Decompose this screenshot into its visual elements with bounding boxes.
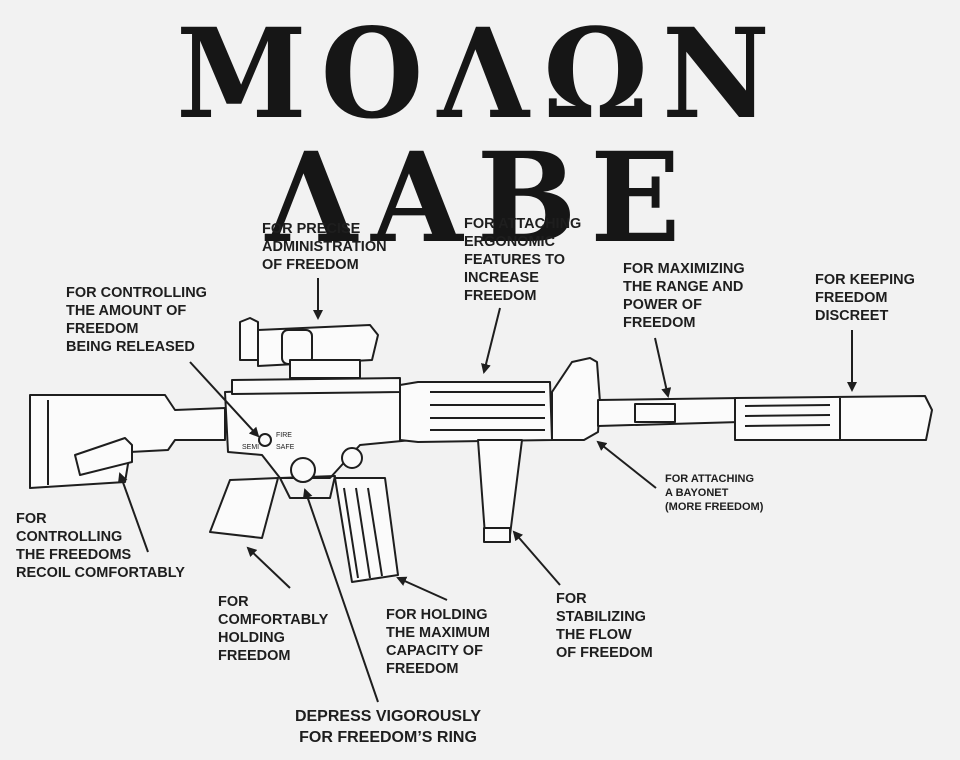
label-optic: FOR PRECISE ADMINISTRATION OF FREEDOM [262, 221, 387, 273]
vertical-foregrip [477, 439, 523, 536]
arrow-magazine [396, 576, 448, 601]
arrow-rail [481, 307, 501, 374]
trigger-guard [279, 475, 336, 499]
magazine [334, 477, 399, 583]
arrow-trigger [302, 488, 379, 703]
label-stock: FOR CONTROLLING THE FREEDOMS RECOIL COMF… [16, 511, 185, 581]
label-barrel: FOR MAXIMIZING THE RANGE AND POWER OF FR… [623, 261, 745, 331]
optic [239, 317, 259, 361]
label-selector: FOR CONTROLLING THE AMOUNT OF FREEDOM BE… [66, 285, 207, 355]
label-foregrip: FOR STABILIZING THE FLOW OF FREEDOM [556, 591, 653, 661]
title-molon-labe: ΜΟΛΩΝ ΛΑΒΕ [176, 0, 784, 271]
stock-lever [74, 437, 133, 476]
label-magazine: FOR HOLDING THE MAXIMUM CAPACITY OF FREE… [386, 607, 490, 677]
label-suppressor: FOR KEEPING FREEDOM DISCREET [815, 272, 915, 324]
arrow-selector [189, 361, 260, 438]
pistol-grip [209, 477, 279, 539]
label-grip: FOR COMFORTABLY HOLDING FREEDOM [218, 594, 329, 664]
suppressor [734, 395, 933, 441]
marking-fire: FIRE [276, 432, 292, 439]
marking-semi: SEMI [242, 444, 259, 451]
arrow-stock [117, 472, 149, 553]
marking-safe: SAFE [276, 444, 295, 451]
front-sight [551, 357, 601, 441]
arrow-grip [246, 546, 291, 589]
label-bayonet: FOR ATTACHING A BAYONET (MORE FREEDOM) [665, 473, 764, 513]
label-rail: FOR ATTACHING ERGONOMIC FEATURES TO INCR… [464, 216, 582, 304]
arrow-barrel [654, 337, 672, 398]
arrow-bayonet [596, 440, 657, 489]
label-trigger: DEPRESS VIGOROUSLY FOR FREEDOM’S RING [294, 708, 482, 746]
arrow-foregrip [512, 530, 561, 586]
carry-rail [231, 377, 401, 395]
